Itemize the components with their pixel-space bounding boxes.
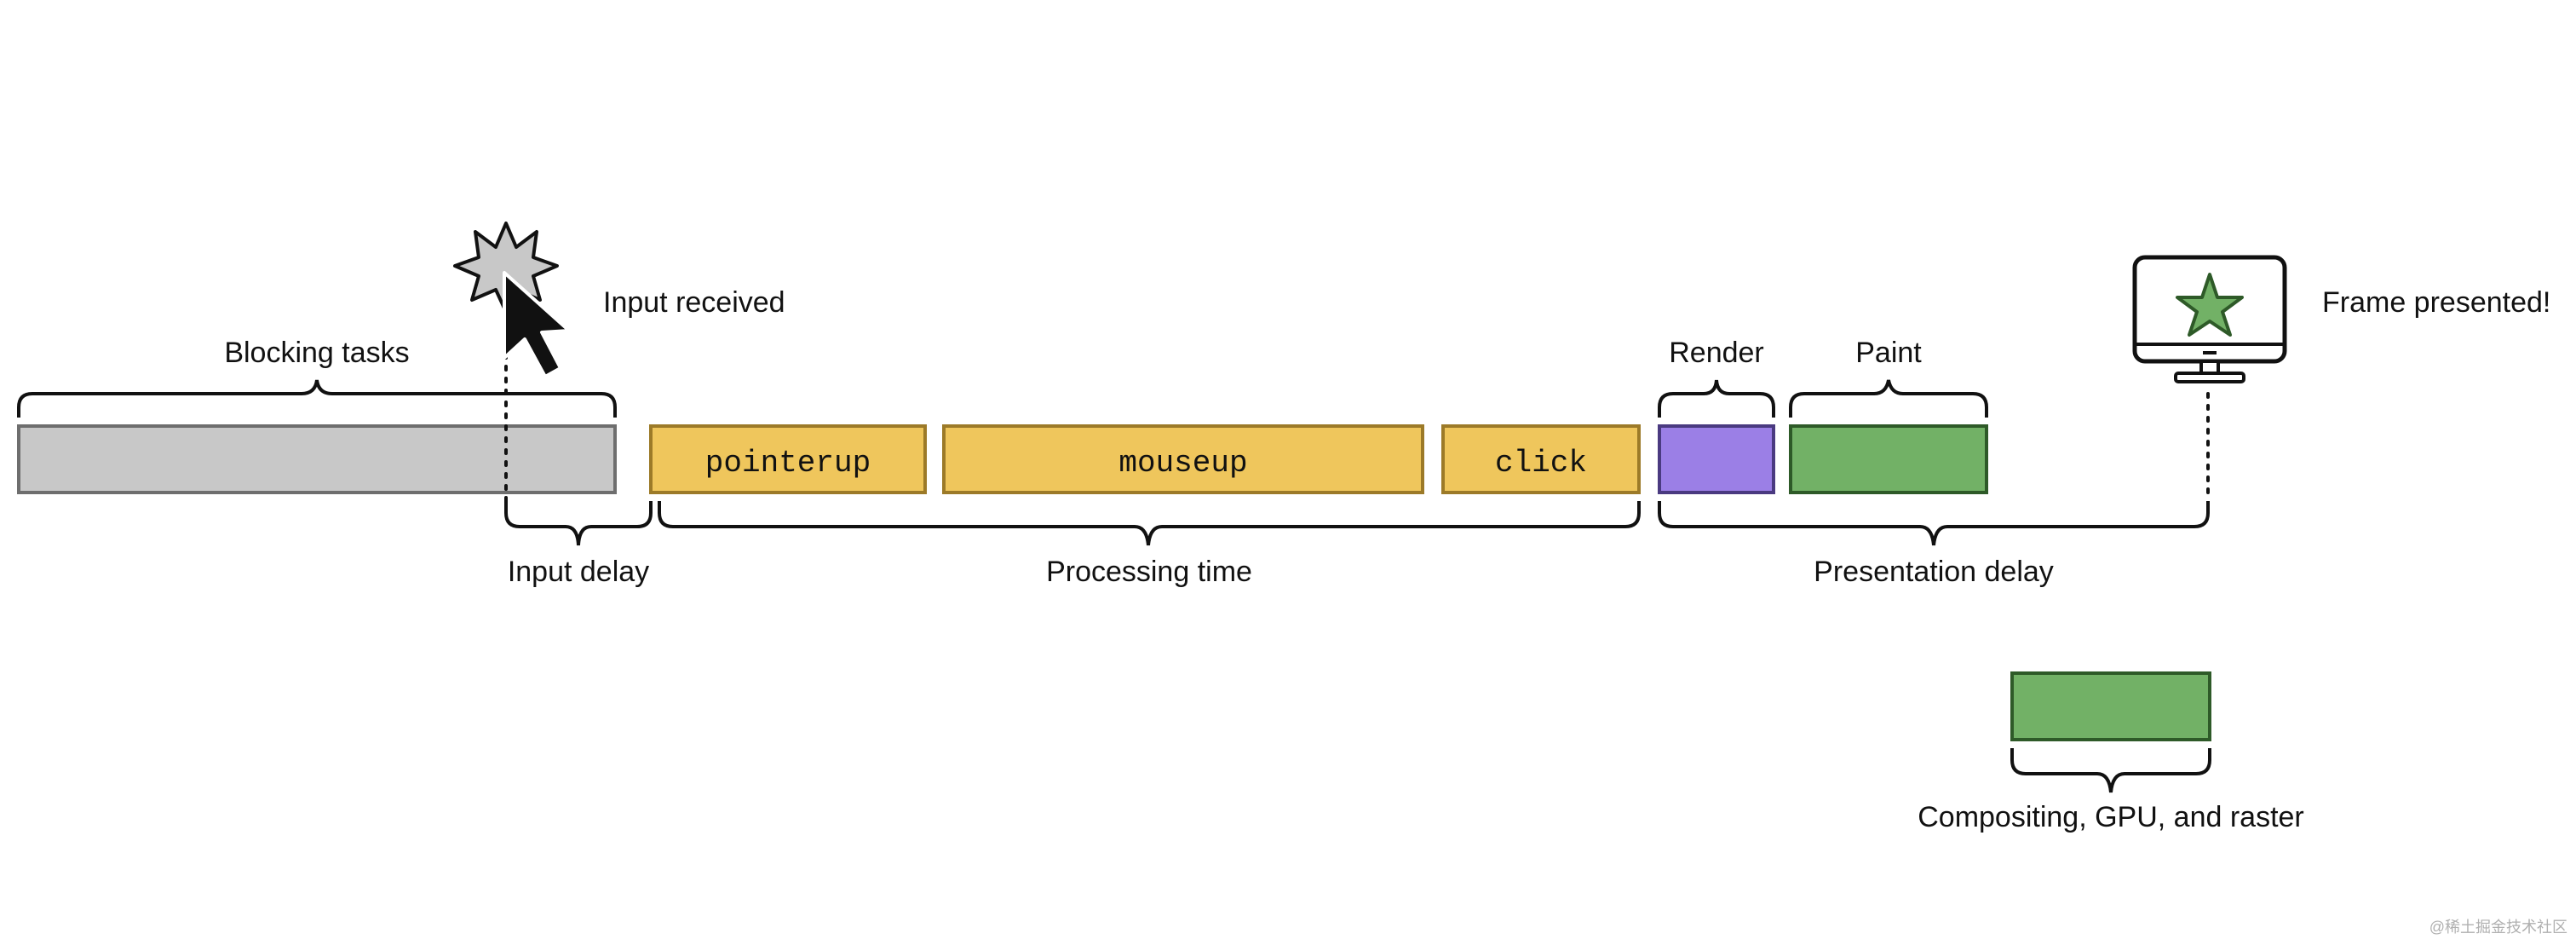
mouseup-label: mouseup	[1118, 446, 1247, 481]
pointerup-bar	[649, 424, 927, 494]
processing-time-label: Processing time	[1046, 556, 1252, 588]
watermark: @稀土掘金技术社区	[2429, 919, 2567, 936]
click-bar	[1441, 424, 1641, 494]
render-bar	[1658, 424, 1775, 494]
cursor-icon	[503, 271, 571, 378]
input-delay-brace	[504, 501, 653, 546]
star-icon	[2176, 273, 2244, 337]
processing-time-brace	[658, 501, 1641, 546]
blocking-tasks-brace	[17, 379, 617, 418]
presentation-delay-label: Presentation delay	[1814, 556, 2054, 588]
compositing-label: Compositing, GPU, and raster	[1918, 801, 2304, 833]
mouseup-bar	[942, 424, 1424, 494]
render-brace	[1658, 379, 1775, 418]
presentation-delay-brace	[1658, 501, 2210, 546]
input-delay-label: Input delay	[508, 556, 649, 588]
blocking-tasks-label: Blocking tasks	[224, 337, 409, 369]
render-label: Render	[1669, 337, 1764, 369]
paint-label: Paint	[1855, 337, 1922, 369]
compositing-bar	[2010, 671, 2211, 741]
blocking-tasks-bar	[17, 424, 617, 494]
input-received-label: Input received	[603, 286, 785, 319]
paint-bar	[1789, 424, 1988, 494]
compositing-brace	[2010, 748, 2211, 793]
pointerup-label: pointerup	[705, 446, 871, 481]
frame-presented-label: Frame presented!	[2322, 286, 2550, 319]
click-label: click	[1495, 446, 1587, 481]
paint-brace	[1789, 379, 1988, 418]
